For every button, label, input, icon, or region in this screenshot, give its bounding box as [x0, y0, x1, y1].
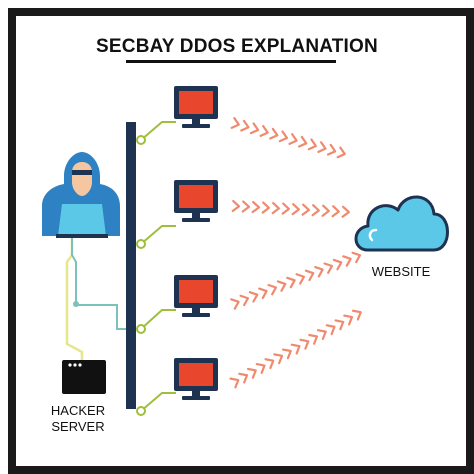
title-underline — [126, 60, 336, 63]
hacker-server-label-line1: HACKER — [50, 403, 106, 418]
bot-monitor-icon-1 — [174, 86, 218, 128]
hacker-server-label-line2: SERVER — [51, 419, 105, 434]
attack-arrows-1 — [230, 117, 348, 160]
page-title: SECBAY DDOS EXPLANATION — [96, 36, 378, 57]
bot-monitor-icon-4 — [174, 358, 218, 400]
hooded-hacker-icon — [42, 152, 120, 238]
network-bus — [126, 122, 136, 409]
bot-wires — [140, 121, 176, 412]
server-terminal-icon — [62, 360, 106, 394]
hacker-wires — [65, 238, 126, 360]
attack-arrows-3 — [230, 249, 363, 310]
bot-monitor-icon-3 — [174, 275, 218, 317]
bot-monitor-icon-2 — [174, 180, 218, 222]
hacker-server-label: HACKER SERVER — [38, 403, 118, 435]
cloud-icon — [354, 195, 449, 252]
attack-arrows-2 — [231, 199, 351, 219]
attack-arrows-4 — [229, 306, 365, 389]
wire-nodes — [136, 135, 146, 416]
website-label: WEBSITE — [371, 264, 431, 279]
